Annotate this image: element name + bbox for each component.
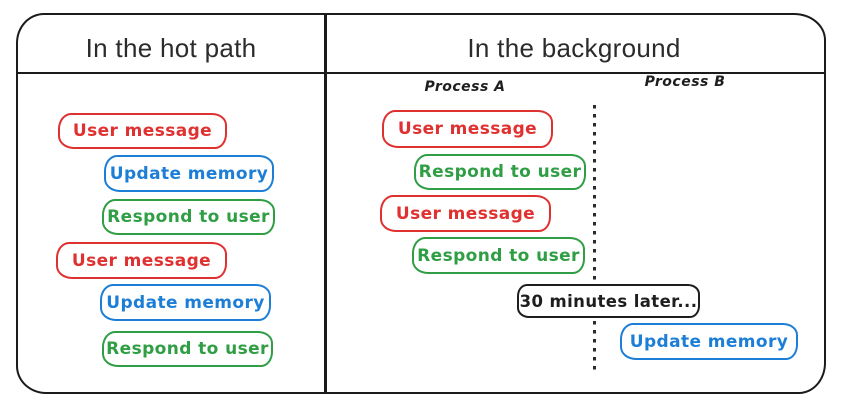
- process-a-step-respond-to-user-2: Respond to user: [412, 237, 585, 274]
- process-b-label: Process B: [644, 74, 726, 90]
- hot-path-step-respond-to-user-2: Respond to user: [102, 331, 273, 367]
- diagram-frame: In the hot path In the background User m…: [16, 13, 826, 394]
- process-b-step-update-memory: Update memory: [620, 323, 798, 360]
- hot-path-title: In the hot path: [85, 32, 257, 63]
- process-a-step-respond-to-user-1: Respond to user: [414, 154, 586, 190]
- background-title: In the background: [467, 32, 681, 63]
- panel-divider-line: [324, 15, 327, 392]
- hot-path-step-user-message-1: User message: [58, 113, 227, 149]
- process-a-step-user-message-2: User message: [380, 195, 551, 232]
- thirty-minutes-later-note: 30 minutes later...: [517, 284, 700, 318]
- process-a-step-user-message-1: User message: [382, 110, 553, 148]
- process-a-label: Process A: [424, 79, 506, 95]
- hot-path-step-update-memory-2: Update memory: [100, 284, 271, 321]
- title-separator-line: [18, 72, 824, 75]
- process-divider-dotted-line: [593, 105, 596, 375]
- hot-path-step-respond-to-user-1: Respond to user: [102, 199, 275, 235]
- hot-path-step-user-message-2: User message: [56, 242, 227, 279]
- hot-path-step-update-memory-1: Update memory: [104, 155, 274, 192]
